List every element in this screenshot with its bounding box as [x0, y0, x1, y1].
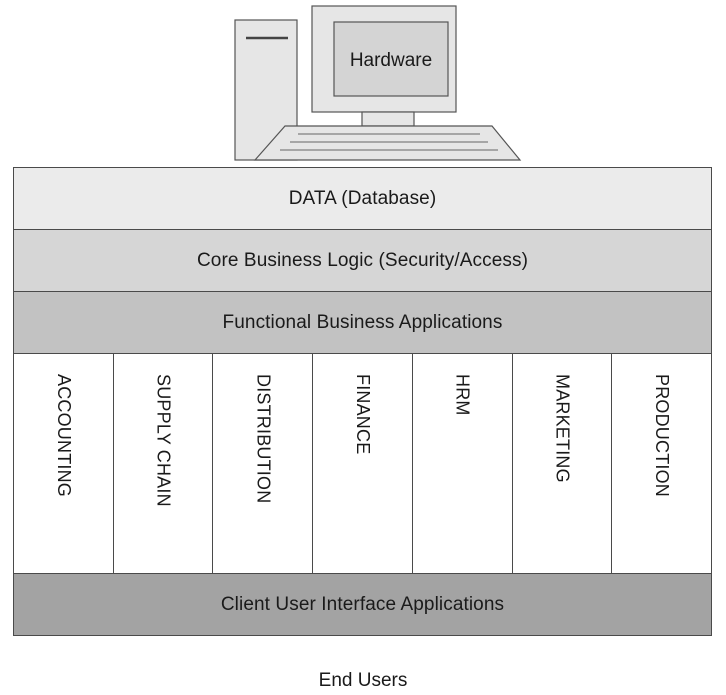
- module-label: ACCOUNTING: [53, 374, 74, 497]
- module-finance: FINANCE: [313, 354, 413, 573]
- client-ui-layer: Client User Interface Applications: [13, 573, 712, 636]
- module-label: HRM: [452, 374, 473, 416]
- module-production: PRODUCTION: [612, 354, 711, 573]
- module-columns: ACCOUNTING SUPPLY CHAIN DISTRIBUTION FIN…: [13, 353, 712, 574]
- monitor-screen: [333, 21, 449, 97]
- end-users-label: End Users: [318, 670, 408, 691]
- module-label: SUPPLY CHAIN: [153, 374, 174, 507]
- module-marketing: MARKETING: [513, 354, 613, 573]
- module-hrm: HRM: [413, 354, 513, 573]
- monitor-stand: [361, 111, 415, 127]
- module-label: FINANCE: [353, 374, 374, 455]
- functional-apps-layer: Functional Business Applications: [13, 291, 712, 354]
- hardware-label: Hardware: [350, 50, 432, 71]
- client-ui-layer-label: Client User Interface Applications: [220, 593, 505, 615]
- module-label: PRODUCTION: [652, 374, 673, 497]
- keyboard: [253, 125, 522, 161]
- module-distribution: DISTRIBUTION: [213, 354, 314, 573]
- module-supply-chain: SUPPLY CHAIN: [114, 354, 214, 573]
- data-layer-label: DATA (Database): [288, 187, 437, 209]
- core-logic-layer: Core Business Logic (Security/Access): [13, 229, 712, 292]
- core-logic-layer-label: Core Business Logic (Security/Access): [196, 249, 529, 271]
- data-layer: DATA (Database): [13, 167, 712, 230]
- module-label: MARKETING: [552, 374, 573, 483]
- module-label: DISTRIBUTION: [253, 374, 274, 504]
- functional-apps-layer-label: Functional Business Applications: [222, 311, 503, 333]
- module-accounting: ACCOUNTING: [14, 354, 114, 573]
- computer-workstation-icon: Hardware: [234, 5, 522, 161]
- keyboard-keys: [280, 133, 498, 151]
